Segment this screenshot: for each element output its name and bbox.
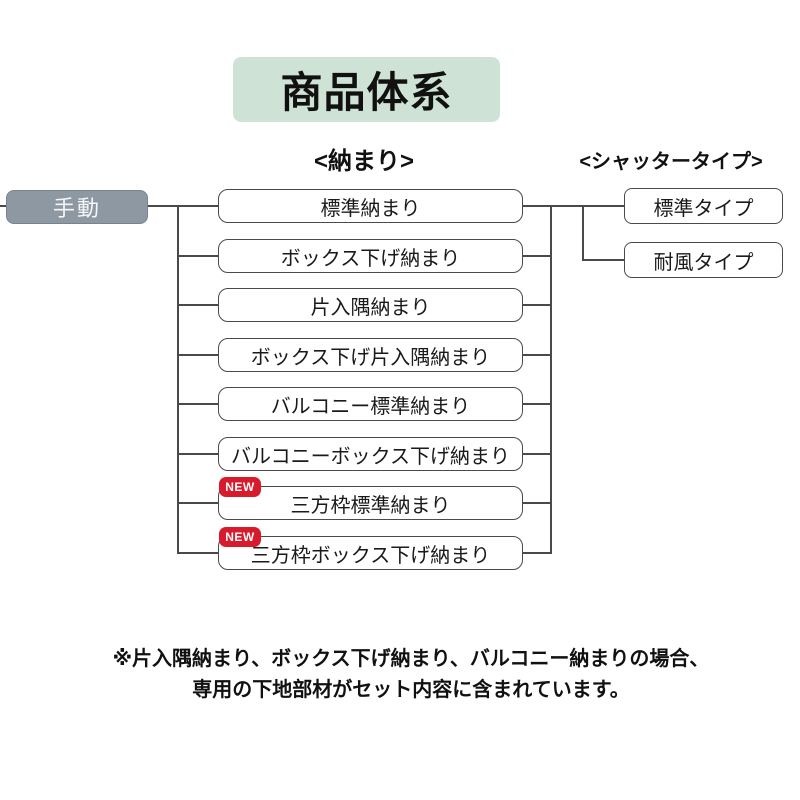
root-node-manual: 手動 <box>6 190 148 224</box>
footnote-line-1: ※片入隅納まり、ボックス下げ納まり、バルコニー納まりの場合、 <box>112 648 710 670</box>
connector-line <box>523 205 551 207</box>
connector-line <box>0 205 6 207</box>
connector-line <box>178 403 218 405</box>
connector-line <box>178 354 218 356</box>
connector-line <box>523 502 551 504</box>
new-badge: NEW <box>219 477 261 497</box>
flow-node-balcony-standard-fitting: バルコニー標準納まり <box>218 387 523 421</box>
connector-line <box>551 205 624 207</box>
connector-line <box>178 552 218 554</box>
connector-line <box>523 453 551 455</box>
connector-line <box>523 304 551 306</box>
connector-line <box>178 255 218 257</box>
column-header-osamari: <納まり> <box>313 148 415 175</box>
connector-line <box>523 552 551 554</box>
footnote-line-2: 専用の下地部材がセット内容に含まれています。 <box>192 679 630 701</box>
connector-line <box>583 259 624 261</box>
flow-node-balcony-box-lowered-fitting: バルコニーボックス下げ納まり <box>218 437 523 471</box>
connector-line <box>178 502 218 504</box>
connector-line <box>178 205 218 207</box>
connector-line <box>523 354 551 356</box>
connector-line <box>523 255 551 257</box>
flow-node-corner-fitting: 片入隅納まり <box>218 288 523 322</box>
connector-line <box>582 205 584 261</box>
column-header-shutter-type: <シャッタータイプ> <box>579 151 763 173</box>
footnote: ※片入隅納まり、ボックス下げ納まり、バルコニー納まりの場合、 専用の下地部材がセ… <box>100 644 722 706</box>
connector-trunk-right <box>550 205 552 554</box>
connector-trunk-left <box>177 205 179 554</box>
page-title: 商品体系 <box>233 57 500 122</box>
flow-node-standard-type: 標準タイプ <box>624 188 783 224</box>
flow-node-wind-resistant-type: 耐風タイプ <box>624 242 783 278</box>
flow-node-box-lowered-corner-fitting: ボックス下げ片入隅納まり <box>218 338 523 372</box>
connector-line <box>148 205 178 207</box>
connector-line <box>178 453 218 455</box>
flow-node-three-side-frame-box-lowered-fitting: 三方枠ボックス下げ納まり <box>218 536 523 570</box>
flow-node-three-side-frame-standard-fitting: 三方枠標準納まり <box>218 486 523 520</box>
flow-node-standard-fitting: 標準納まり <box>218 189 523 223</box>
connector-line <box>523 403 551 405</box>
flow-node-box-lowered-fitting: ボックス下げ納まり <box>218 239 523 273</box>
connector-line <box>178 304 218 306</box>
new-badge: NEW <box>219 527 261 547</box>
